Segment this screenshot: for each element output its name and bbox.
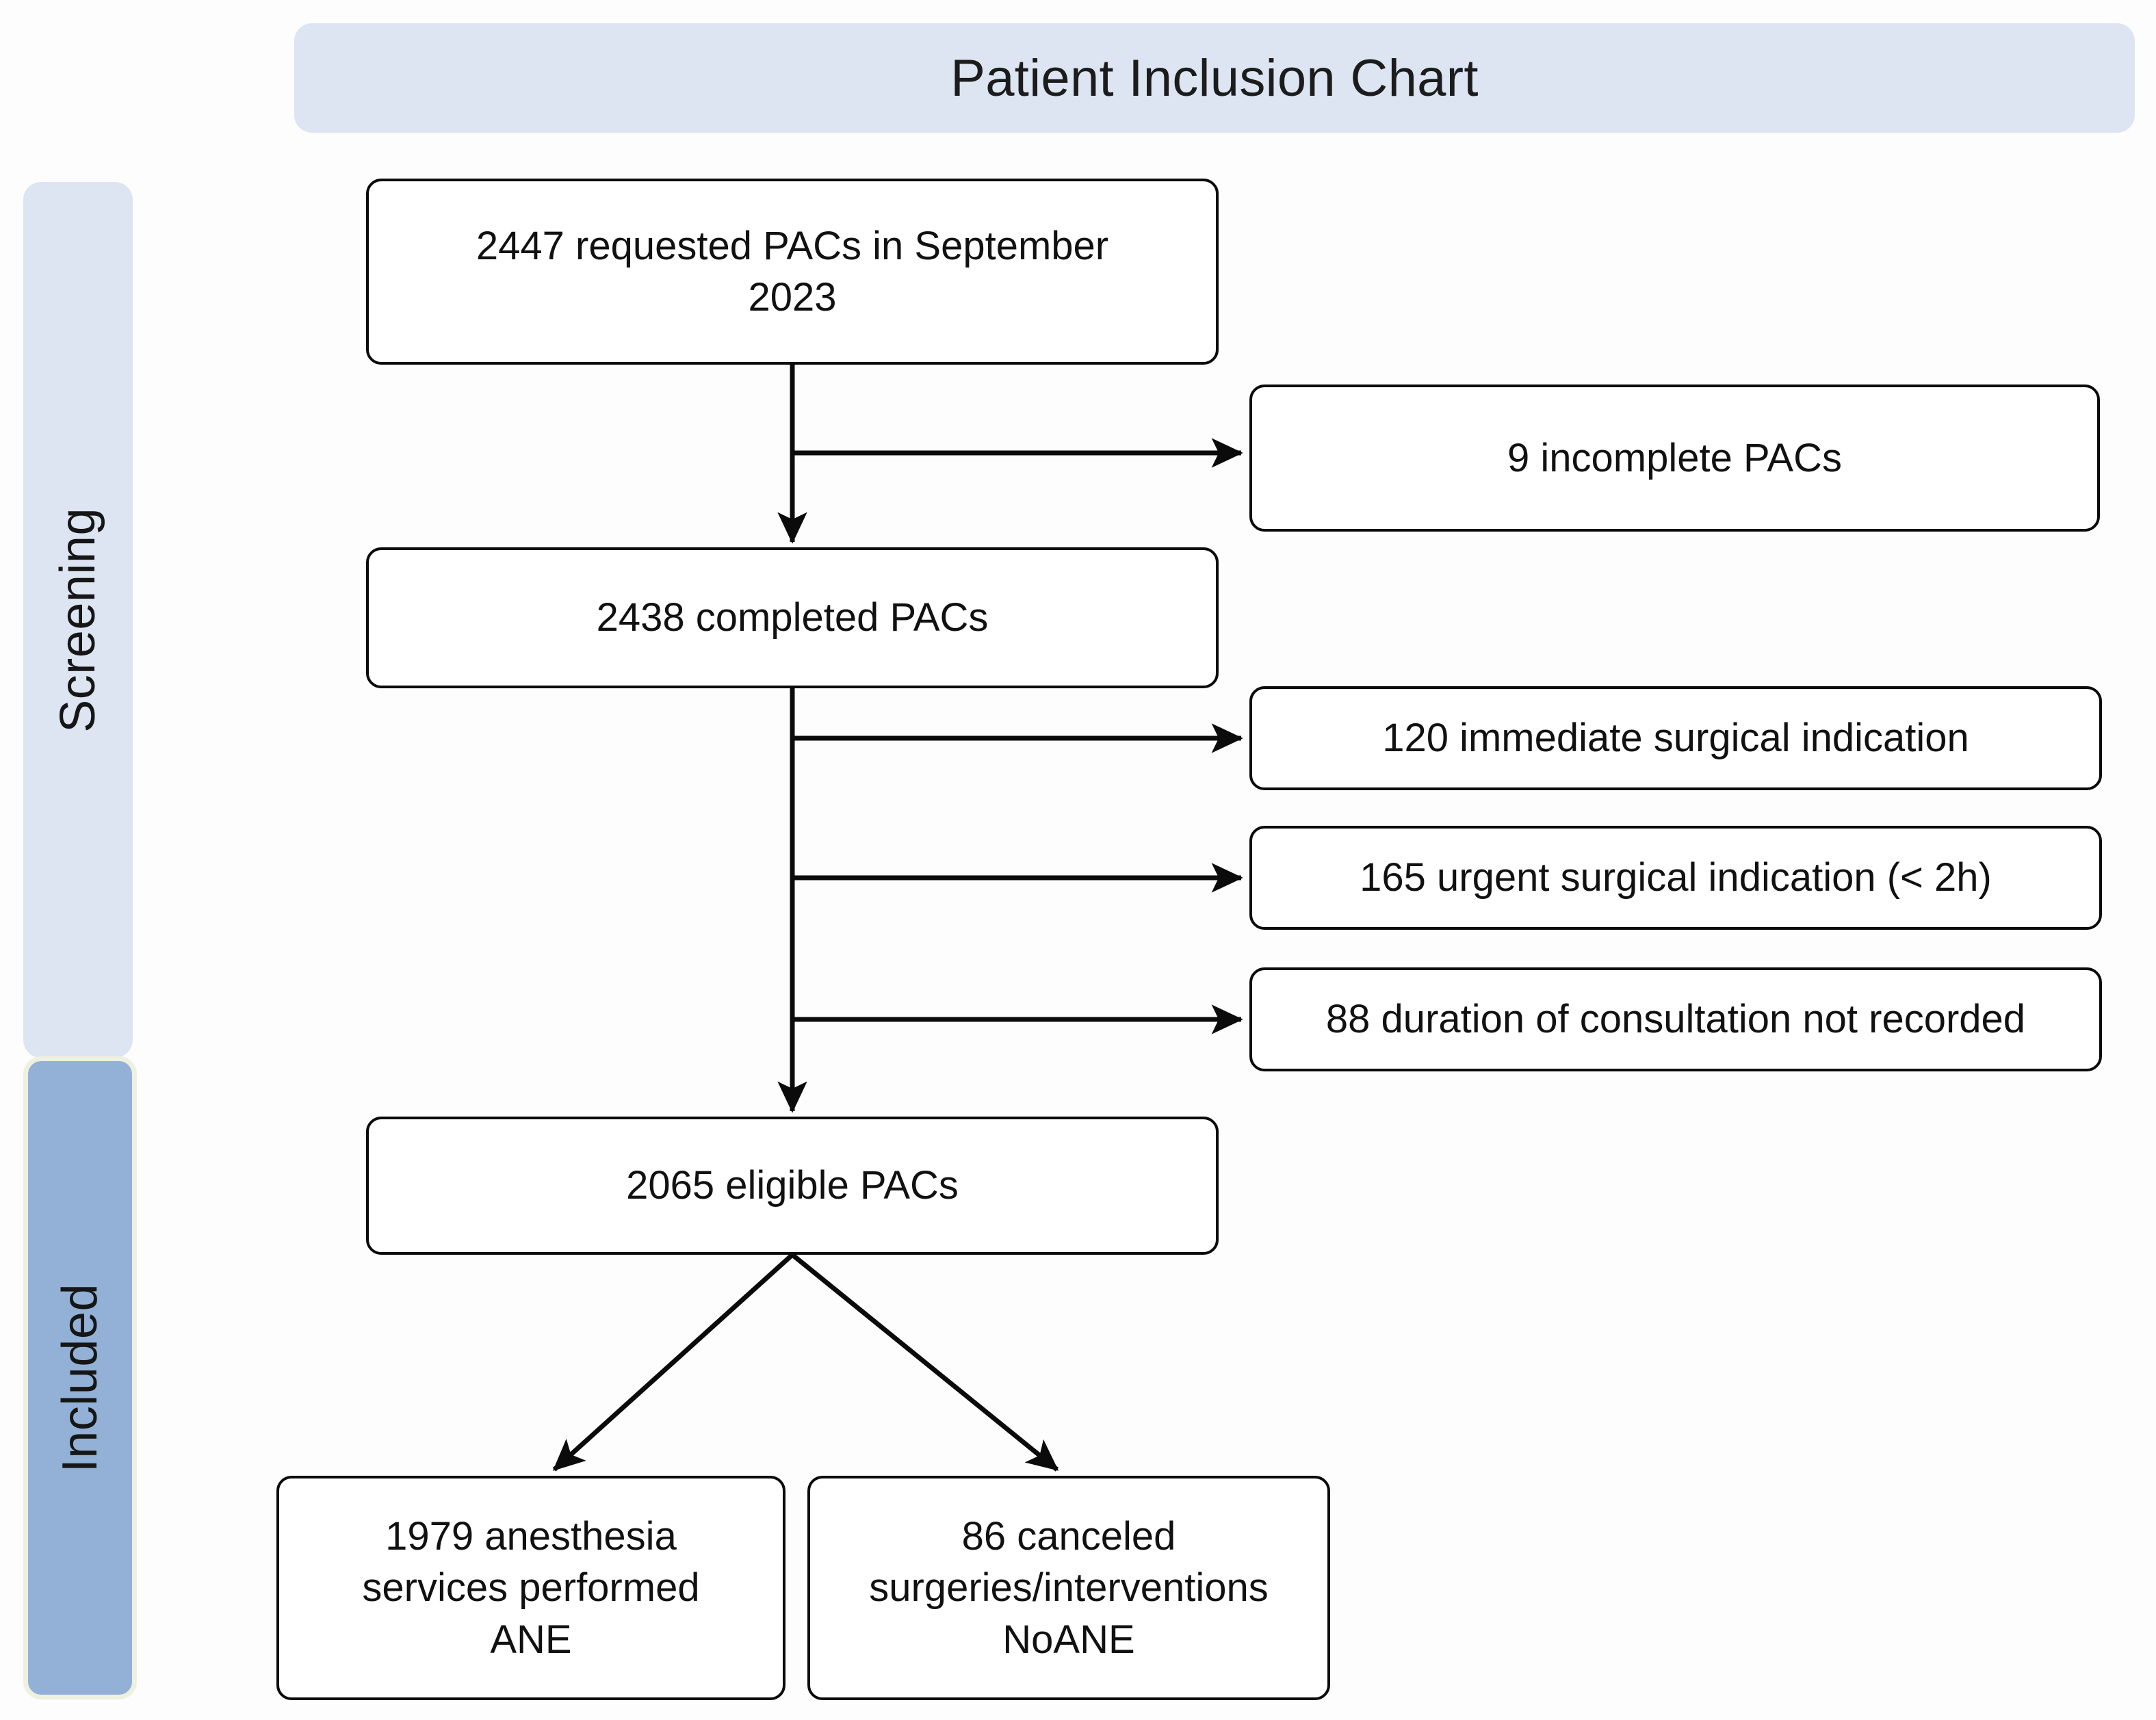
node-noane-line3: NoANE [1002,1617,1135,1662]
node-completed-pacs: 2438 completed PACs [366,547,1219,688]
node-eligible-pacs: 2065 eligible PACs [366,1117,1219,1255]
edge-eligible-to-ane [552,1253,794,1472]
phase-label-included: Included [53,1283,107,1473]
node-incomplete-label: 9 incomplete PACs [1507,435,1842,480]
node-ane-line2: services performed [362,1565,700,1611]
page-title: Patient Inclusion Chart [950,49,1479,107]
node-ane-line1: 1979 anesthesia [385,1513,677,1559]
node-noane-line1: 86 canceled [961,1513,1176,1559]
node-immediate-surgical-indication: 120 immediate surgical indication [1249,686,2102,790]
node-duration-label: 88 duration of consultation not recorded [1325,997,2026,1042]
chart-title-banner: Patient Inclusion Chart [294,23,2135,133]
node-immediate-label: 120 immediate surgical indication [1382,716,1969,761]
node-ane-line3: ANE [490,1617,572,1662]
node-noane-line2: surgeries/interventions [869,1565,1269,1611]
phase-label-screening: Screening [51,507,105,733]
node-urgent-surgical-indication: 165 urgent surgical indication (< 2h) [1249,826,2102,930]
node-eligible-label: 2065 eligible PACs [626,1163,959,1208]
node-duration-not-recorded: 88 duration of consultation not recorded [1249,967,2102,1071]
node-incomplete-pacs: 9 incomplete PACs [1249,385,2100,532]
node-urgent-label: 165 urgent surgical indication (< 2h) [1360,855,1992,900]
node-canceled-noane: 86 canceled surgeries/interventions NoAN… [807,1476,1330,1700]
node-requested-line1: 2447 requested PACs in September [476,223,1109,268]
node-completed-label: 2438 completed PACs [596,595,989,640]
node-requested-line2: 2023 [748,275,837,320]
node-anesthesia-performed-ane: 1979 anesthesia services performed ANE [276,1476,785,1700]
edge-eligible-to-noane [790,1253,1059,1472]
phase-bar-included: Included [23,1056,137,1699]
phase-bar-screening: Screening [23,182,133,1058]
node-requested-pacs: 2447 requested PACs in September 2023 [366,179,1219,365]
